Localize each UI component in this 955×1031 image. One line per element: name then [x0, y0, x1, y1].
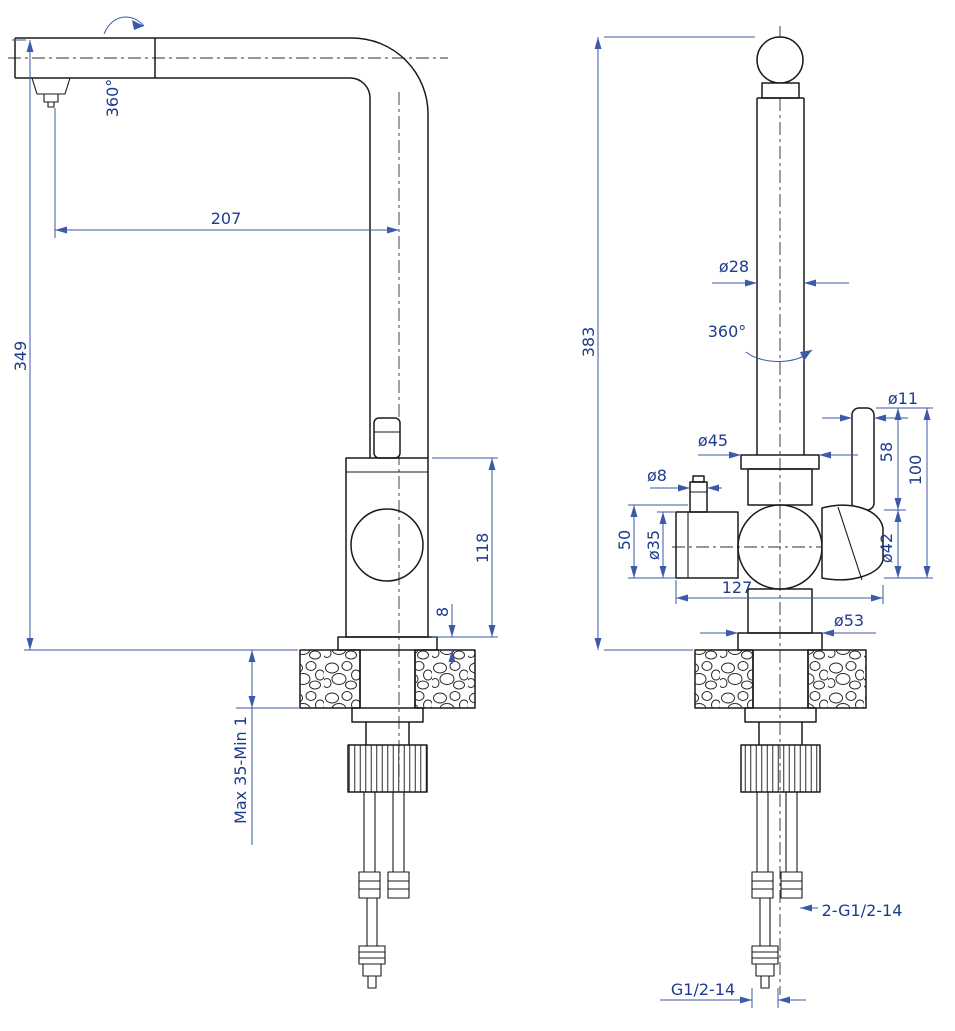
- dim-nozzle-diameter: ø8: [647, 466, 667, 485]
- front-mounting-hardware: [740, 707, 821, 793]
- front-centerlines: [672, 26, 892, 995]
- front-view: 383 ø28 360° ø45 ø8 50 ø35 127 ø42 ø53 ø…: [579, 26, 933, 1008]
- dim-flange-diameter: ø53: [834, 611, 864, 630]
- granite-block: [299, 649, 361, 709]
- dim-hose-threads: 2-G1/2-14: [822, 901, 903, 920]
- handle-bar: [851, 407, 875, 511]
- mounting-nut: [740, 744, 821, 793]
- granite-block: [414, 649, 476, 709]
- dim-handle-diameter: ø11: [888, 389, 918, 408]
- side-supply-hoses: [358, 791, 410, 989]
- side-mounting-hardware: [347, 707, 428, 793]
- side-handle-lever: [373, 417, 401, 459]
- dim-handle-total: 100: [906, 455, 925, 486]
- front-countertop: [694, 649, 867, 709]
- dim-handle-base-diameter: ø42: [877, 533, 896, 563]
- aerator: [31, 77, 71, 108]
- front-dimension-arrows: [594, 37, 931, 1004]
- dim-spout-reach: 207: [211, 209, 242, 228]
- handle: [821, 407, 884, 581]
- mounting-nut: [347, 744, 428, 793]
- dim-base-plate: 8: [433, 607, 452, 617]
- spout-top-cap: [756, 36, 804, 84]
- base-plate: [337, 636, 438, 651]
- dim-outlet-height: 50: [615, 530, 634, 550]
- dim-pipe-diameter: ø28: [719, 257, 749, 276]
- inlet-fitting: [751, 945, 779, 965]
- dim-mounting-range: Max 35-Min 1: [231, 716, 250, 824]
- side-countertop: [299, 649, 476, 709]
- front-supply-hoses: [751, 791, 803, 989]
- rotation-arrow-arc: [103, 16, 145, 35]
- side-dimension-lines: [12, 16, 498, 845]
- granite-block: [807, 649, 867, 709]
- side-dimension-arrows: [26, 20, 496, 708]
- dim-overall-height: 383: [579, 327, 598, 358]
- inlet-fitting: [358, 945, 386, 965]
- dim-body-diameter: ø45: [698, 431, 728, 450]
- granite-block: [694, 649, 754, 709]
- dim-body-height: 118: [473, 533, 492, 564]
- dim-handle-length: 58: [877, 442, 896, 462]
- front-spout-outline: [756, 36, 805, 455]
- dim-outlet-diameter: ø35: [644, 530, 663, 560]
- dim-rotation: 360°: [708, 322, 747, 341]
- front-body-outline: [737, 454, 823, 651]
- base-flange: [737, 632, 823, 651]
- dim-inlet-thread: G1/2-14: [671, 980, 735, 999]
- ball-joint: [350, 508, 424, 582]
- outlet-nozzle: [689, 481, 708, 513]
- front-dimension-labels: 383 ø28 360° ø45 ø8 50 ø35 127 ø42 ø53 ø…: [579, 257, 925, 999]
- side-outlet: [675, 475, 739, 579]
- side-body-outline: [337, 457, 438, 651]
- dim-body-span: 127: [722, 578, 753, 597]
- front-dimension-lines: [597, 36, 933, 1008]
- dim-rotation: 360°: [103, 79, 122, 118]
- handle-base: [821, 504, 884, 581]
- spout-outline: [14, 37, 429, 458]
- dim-spout-height: 349: [11, 341, 30, 372]
- side-dimension-labels: 360° 207 349 118 8 Max 35-Min 1: [11, 79, 492, 824]
- side-view: 360° 207 349 118 8 Max 35-Min 1: [8, 16, 498, 989]
